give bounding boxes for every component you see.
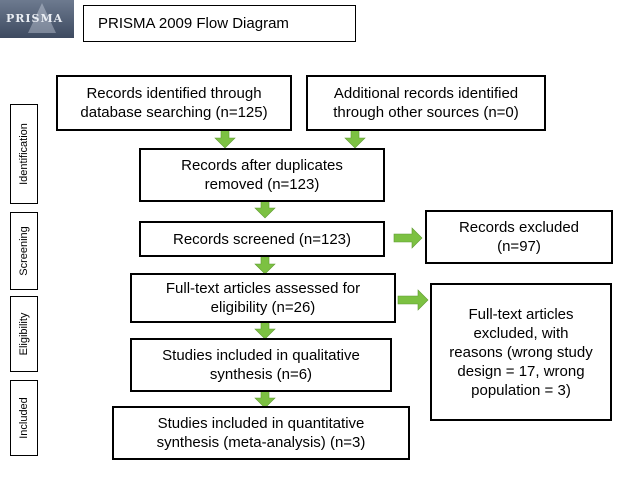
box-text-line: design = 17, wrong bbox=[457, 362, 585, 380]
box-text-line: Records identified through bbox=[86, 85, 262, 102]
prisma-logo: PRISMA bbox=[0, 0, 74, 38]
box-records-excluded: Records excluded (n=97) bbox=[425, 210, 613, 264]
box-text-line: (n=97) bbox=[497, 238, 541, 255]
box-text-line: reasons (wrong study bbox=[449, 343, 593, 361]
logo-triangle-icon bbox=[28, 3, 56, 33]
arrow-screened-to-excluded bbox=[393, 227, 423, 249]
arrow-fulltext-to-excluded bbox=[397, 289, 429, 311]
arrow-db-to-duplicates bbox=[214, 129, 236, 149]
box-fulltext-excluded: Full-text articles excluded, with reason… bbox=[430, 283, 612, 421]
box-text-line: removed (n=123) bbox=[204, 176, 320, 193]
box-text-line: Studies included in qualitative bbox=[162, 347, 360, 364]
box-text-line: excluded, with bbox=[473, 324, 569, 342]
box-qualitative-synthesis: Studies included in qualitative synthesi… bbox=[130, 338, 392, 392]
arrow-screened-to-fulltext bbox=[254, 255, 276, 275]
box-fulltext-assessed: Full-text articles assessed for eligibil… bbox=[130, 273, 396, 323]
diagram-title-text: PRISMA 2009 Flow Diagram bbox=[98, 15, 289, 32]
box-quantitative-synthesis: Studies included in quantitative synthes… bbox=[112, 406, 410, 460]
stage-identification: Identification bbox=[10, 104, 38, 204]
box-text-line: population = 3) bbox=[471, 381, 571, 399]
box-after-duplicates: Records after duplicates removed (n=123) bbox=[139, 148, 385, 202]
arrow-other-to-duplicates bbox=[344, 129, 366, 149]
box-text-line: synthesis (meta-analysis) (n=3) bbox=[156, 434, 366, 451]
box-text-line: Records screened (n=123) bbox=[172, 230, 351, 248]
box-text-line: eligibility (n=26) bbox=[210, 299, 316, 316]
box-text-line: synthesis (n=6) bbox=[209, 366, 313, 383]
box-text-line: database searching (n=125) bbox=[80, 104, 268, 121]
box-text-line: Full-text articles assessed for bbox=[165, 280, 361, 297]
box-text-line: Studies included in quantitative bbox=[157, 415, 365, 432]
stage-screening: Screening bbox=[10, 212, 38, 290]
box-text-line: Full-text articles bbox=[468, 305, 574, 323]
logo-text: PRISMA bbox=[6, 12, 64, 25]
box-database-search: Records identified through database sear… bbox=[56, 75, 292, 131]
box-text-line: Records excluded bbox=[458, 219, 580, 236]
stage-included: Included bbox=[10, 380, 38, 456]
box-other-sources: Additional records identified through ot… bbox=[306, 75, 546, 131]
box-text-line: Additional records identified bbox=[333, 85, 519, 102]
diagram-title: PRISMA 2009 Flow Diagram bbox=[83, 5, 356, 42]
stage-eligibility: Eligibility bbox=[10, 296, 38, 372]
box-records-screened: Records screened (n=123) bbox=[139, 221, 385, 257]
arrow-duplicates-to-screened bbox=[254, 199, 276, 219]
box-text-line: Records after duplicates bbox=[181, 157, 343, 174]
arrow-fulltext-to-qualitative bbox=[254, 320, 276, 340]
box-text-line: through other sources (n=0) bbox=[333, 104, 519, 121]
